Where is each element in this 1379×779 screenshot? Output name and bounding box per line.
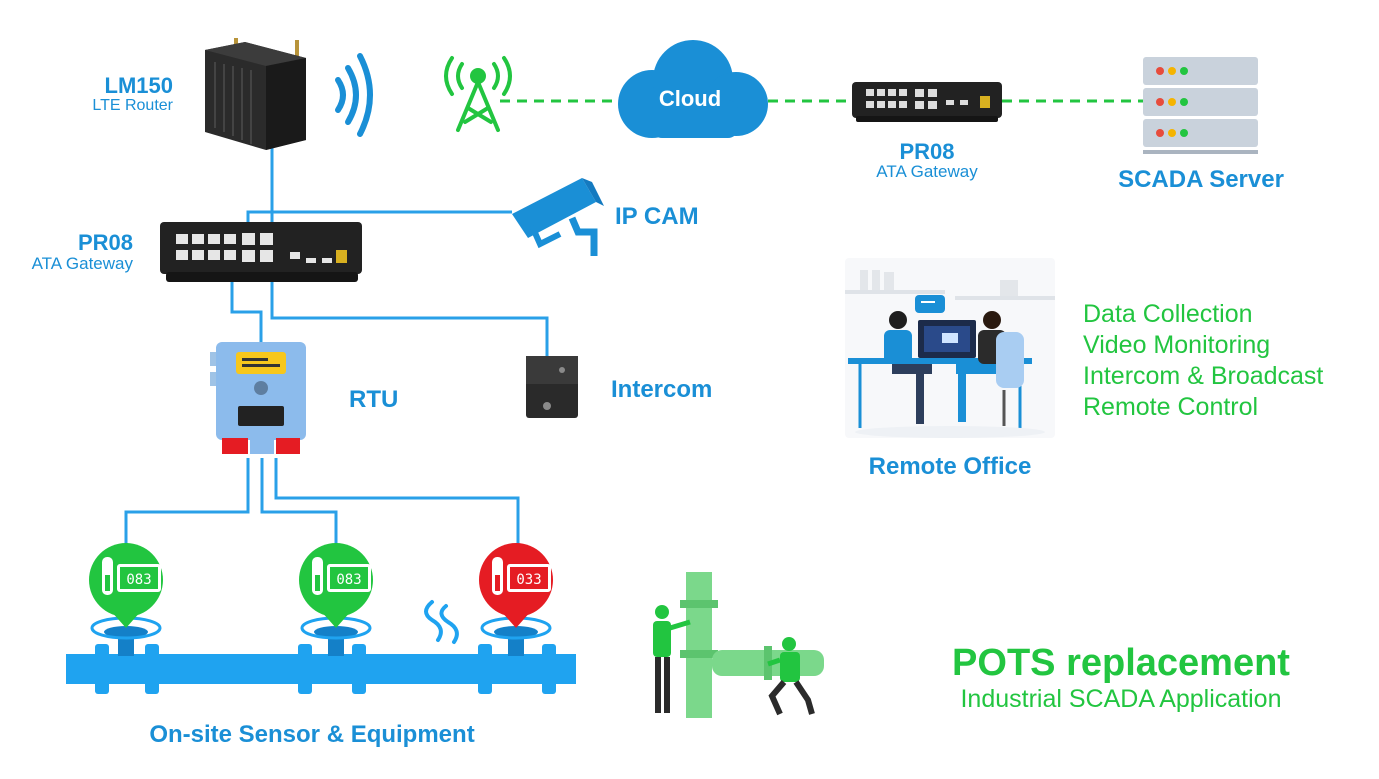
lm150-subtitle: LTE Router — [92, 97, 173, 114]
ip-cam-icon — [512, 178, 604, 256]
pipeline-icon — [66, 600, 576, 694]
feature-item-1: Data Collection — [1083, 300, 1253, 328]
onsite-label: On-site Sensor & Equipment — [149, 721, 475, 748]
pr08-top-title: PR08 — [899, 139, 955, 164]
scada-server-label: SCADA Server — [1118, 166, 1284, 193]
pr08-left-title: PR08 — [77, 230, 133, 255]
ip-cam-label: IP CAM — [615, 203, 699, 230]
headline: POTS replacement — [952, 642, 1290, 684]
cell-tower-icon — [444, 56, 512, 132]
lm150-router-icon — [205, 38, 306, 150]
wired-links — [124, 140, 549, 548]
maintenance-workers-illustration — [653, 572, 824, 718]
sensor-reading-2: 083 — [336, 572, 361, 588]
pr08-left-subtitle: ATA Gateway — [31, 254, 133, 273]
remote-office-illustration — [845, 258, 1055, 438]
intercom-label: Intercom — [611, 376, 713, 403]
remote-office-label: Remote Office — [868, 453, 1032, 480]
feature-item-3: Intercom & Broadcast — [1083, 362, 1324, 390]
scada-server-icon — [1143, 57, 1258, 154]
wireless-signal-icon — [335, 53, 373, 137]
subheadline: Industrial SCADA Application — [960, 685, 1282, 713]
pr08-top-subtitle: ATA Gateway — [876, 162, 978, 181]
sensor-pin-3-alarm: 033 — [479, 543, 553, 628]
sensor-pin-1: 083 — [89, 543, 163, 628]
rtu-device-icon — [210, 342, 306, 454]
lm150-title: LM150 — [104, 73, 173, 98]
sensor-reading-3: 033 — [516, 572, 541, 588]
cloud-label: Cloud — [658, 86, 722, 111]
sensor-pin-2: 083 — [299, 543, 373, 628]
pr08-gateway-left-icon — [160, 222, 362, 282]
feature-item-4: Remote Control — [1083, 393, 1259, 421]
sensor-reading-1: 083 — [126, 572, 151, 588]
feature-item-2: Video Monitoring — [1083, 331, 1271, 359]
intercom-device-icon — [526, 356, 578, 418]
pr08-gateway-top-icon — [852, 82, 1002, 122]
rtu-label: RTU — [349, 386, 399, 413]
cloud-icon — [618, 40, 768, 138]
